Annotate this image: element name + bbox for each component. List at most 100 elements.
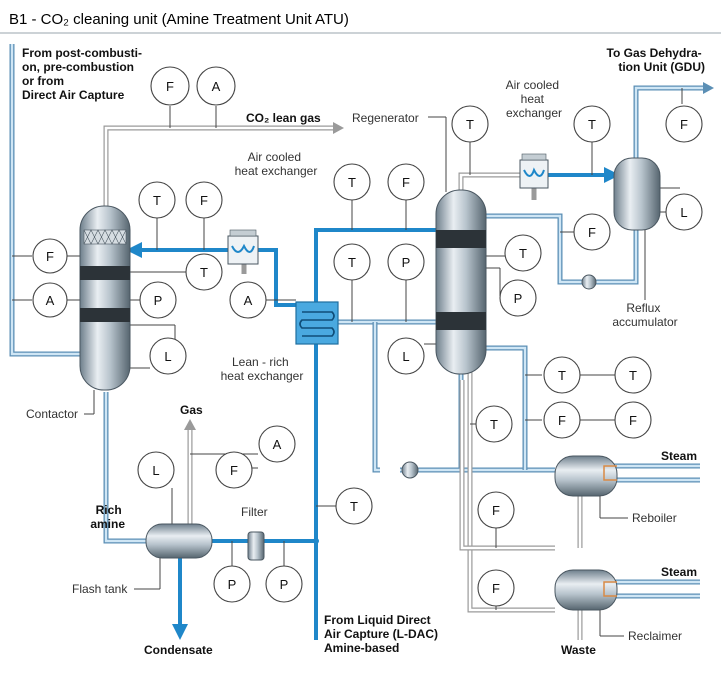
instrument-contactor-p[interactable]: P: [139, 281, 177, 319]
label-co2-lean-gas: CO₂ lean gas: [246, 111, 321, 125]
svg-text:F: F: [558, 413, 566, 428]
svg-text:F: F: [200, 193, 208, 208]
svg-text:L: L: [152, 463, 159, 478]
instrument-reflux-t[interactable]: T: [573, 105, 611, 143]
svg-text:F: F: [588, 225, 596, 240]
instrument-bottom-f1[interactable]: F: [477, 491, 515, 529]
instrument-gas-f[interactable]: F: [215, 451, 253, 489]
instrument-reb-t1[interactable]: T: [543, 356, 581, 394]
air-cooled-heat-exchanger-2[interactable]: [519, 153, 549, 189]
svg-text:P: P: [402, 255, 411, 270]
air-cooled-heat-exchanger-1[interactable]: [227, 229, 259, 265]
label-source: From post-combusti- on, pre-combustion o…: [22, 46, 145, 102]
svg-text:P: P: [154, 293, 163, 308]
svg-text:P: P: [280, 577, 289, 592]
svg-text:F: F: [629, 413, 637, 428]
svg-text:A: A: [46, 293, 55, 308]
instrument-regen-p[interactable]: P: [499, 279, 537, 317]
filter-vessel[interactable]: [247, 531, 265, 561]
svg-text:F: F: [46, 249, 54, 264]
reflux-pump[interactable]: [581, 274, 597, 290]
instrument-bottom-f2[interactable]: F: [477, 569, 515, 607]
flash-tank-vessel[interactable]: [145, 523, 213, 559]
reclaimer-vessel[interactable]: [554, 569, 618, 611]
label-waste: Waste: [561, 643, 596, 657]
label-reboiler: Reboiler: [632, 511, 677, 525]
svg-text:T: T: [490, 417, 498, 432]
instrument-reflux-f[interactable]: F: [573, 213, 611, 251]
instrument-hx-t2[interactable]: T: [185, 253, 223, 291]
instrument-lean-a[interactable]: A: [229, 281, 267, 319]
svg-text:T: T: [519, 246, 527, 261]
svg-text:F: F: [492, 581, 500, 596]
svg-text:L: L: [680, 205, 687, 220]
svg-text:T: T: [348, 255, 356, 270]
svg-text:T: T: [629, 368, 637, 383]
instrument-mid-t[interactable]: T: [333, 163, 371, 201]
instrument-hx-t[interactable]: T: [138, 181, 176, 219]
rich-amine-pipe: [103, 392, 148, 544]
label-condensate: Condensate: [144, 643, 213, 657]
svg-text:F: F: [402, 175, 410, 190]
instrument-mid-p[interactable]: P: [387, 243, 425, 281]
svg-text:P: P: [514, 291, 523, 306]
gas-pipe: [184, 419, 196, 525]
junction-dot: [313, 538, 319, 544]
instrument-regen-t-right[interactable]: T: [504, 234, 542, 272]
instrument-flash-l[interactable]: L: [137, 451, 175, 489]
svg-text:L: L: [164, 349, 171, 364]
contactor-vessel[interactable]: [79, 205, 131, 391]
instrument-reflux-l[interactable]: L: [665, 193, 703, 231]
svg-text:P: P: [228, 577, 237, 592]
instrument-mid-f[interactable]: F: [387, 163, 425, 201]
svg-text:F: F: [166, 79, 174, 94]
svg-text:T: T: [588, 117, 596, 132]
instrument-reb-f1[interactable]: F: [543, 401, 581, 439]
svg-text:F: F: [492, 503, 500, 518]
regen-overhead-pipe: [458, 172, 520, 190]
svg-text:A: A: [244, 293, 253, 308]
instrument-contactor-a[interactable]: A: [32, 282, 68, 318]
reflux-return-pipe: [486, 213, 639, 285]
instrument-hx-f[interactable]: F: [185, 181, 223, 219]
instrument-contactor-l[interactable]: L: [149, 337, 187, 375]
instrument-filter-p[interactable]: P: [265, 565, 303, 603]
instrument-reb-f2[interactable]: F: [614, 401, 652, 439]
label-regenerator: Regenerator: [352, 111, 419, 125]
label-flash-tank: Flash tank: [72, 582, 128, 596]
lean-rich-heat-exchanger[interactable]: [295, 301, 339, 345]
regenerator-vessel[interactable]: [435, 189, 487, 375]
instrument-contactor-f[interactable]: F: [32, 238, 68, 274]
label-filter: Filter: [241, 505, 268, 519]
instrument-mid-t2[interactable]: T: [333, 243, 371, 281]
lean-amine-to-cooler: [258, 248, 296, 307]
svg-text:T: T: [350, 499, 358, 514]
svg-text:T: T: [200, 265, 208, 280]
label-steam-1: Steam: [661, 449, 697, 463]
reflux-accumulator-vessel[interactable]: [613, 157, 661, 231]
instrument-reb-t2[interactable]: T: [614, 356, 652, 394]
instrument-gdu-f[interactable]: F: [665, 105, 703, 143]
instrument-regen-t2[interactable]: T: [475, 405, 513, 443]
instrument-top-a[interactable]: A: [196, 66, 236, 106]
instrument-flash-p[interactable]: P: [213, 565, 251, 603]
svg-text:T: T: [348, 175, 356, 190]
page-title: B1 - CO₂ cleaning unit (Amine Treatment …: [9, 11, 349, 28]
instrument-ldac-t[interactable]: T: [335, 487, 373, 525]
instrument-top-f[interactable]: F: [150, 66, 190, 106]
lean-amine-pump[interactable]: [401, 461, 419, 479]
svg-text:L: L: [402, 349, 409, 364]
svg-text:A: A: [212, 79, 221, 94]
instrument-gas-a[interactable]: A: [258, 425, 296, 463]
label-air-cooled-1: Air cooled heat exchanger: [235, 150, 318, 178]
label-lean-rich-hx: Lean - rich heat exchanger: [221, 355, 304, 383]
instrument-regen-t-top[interactable]: T: [451, 105, 489, 143]
reboiler-vessel[interactable]: [554, 455, 618, 497]
instrument-regen-l[interactable]: L: [387, 337, 425, 375]
svg-text:F: F: [230, 463, 238, 478]
label-gas: Gas: [180, 403, 203, 417]
label-contactor: Contactor: [26, 407, 78, 421]
label-air-cooled-2: Air cooled heat exchanger: [506, 78, 563, 120]
label-ldac: From Liquid Direct Air Capture (L-DAC) A…: [324, 613, 441, 655]
